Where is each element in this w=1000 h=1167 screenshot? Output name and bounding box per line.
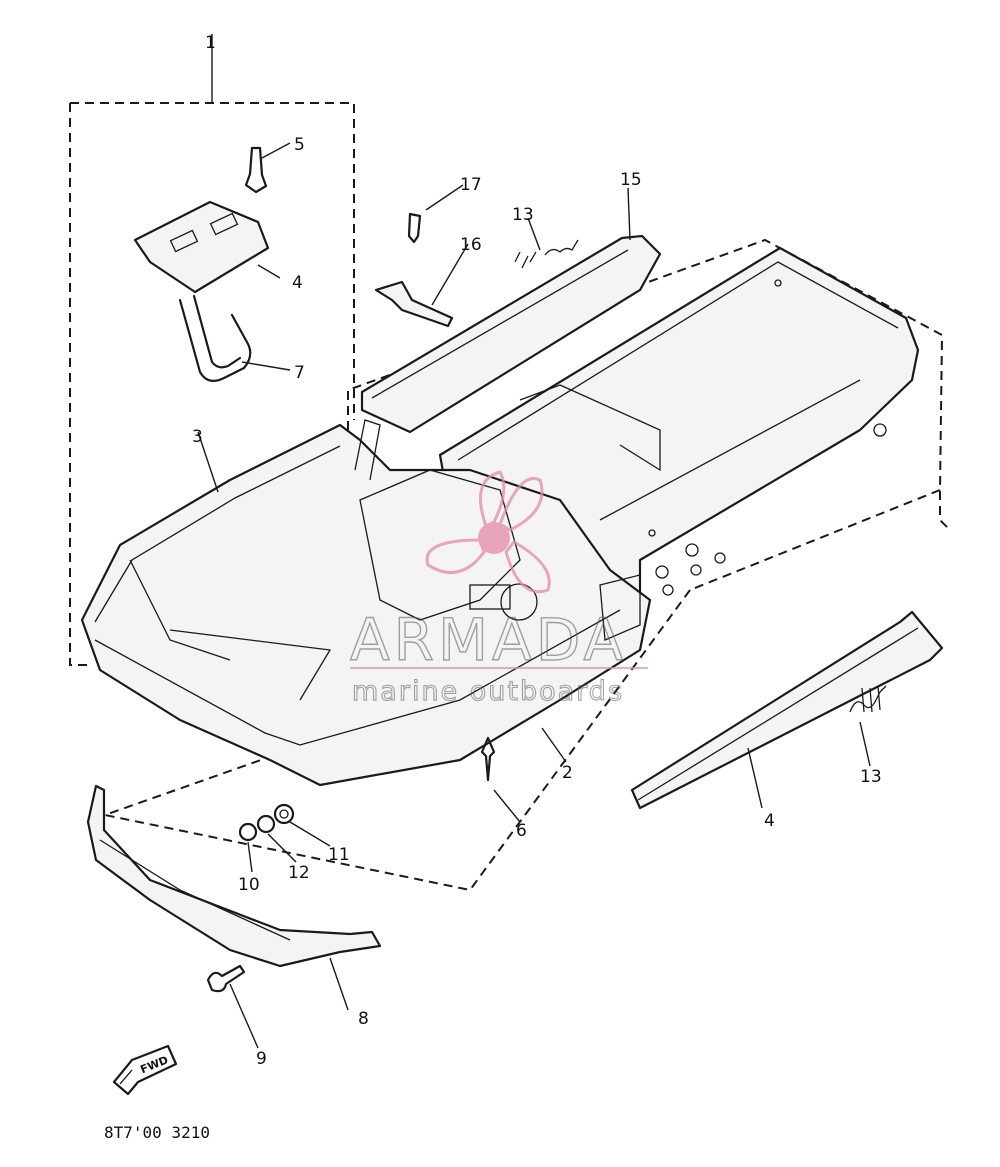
callout-15: 15 — [620, 170, 642, 190]
part-5-bolt — [244, 146, 268, 194]
callout-3: 3 — [192, 427, 203, 447]
assembly-1-boundary — [69, 34, 355, 666]
callout-4-upper: 4 — [292, 273, 303, 293]
assembly-2-boundary — [101, 238, 951, 892]
part-3-lower-hull — [80, 419, 652, 787]
callout-2: 2 — [562, 763, 573, 783]
callout-4-lower: 4 — [764, 811, 775, 831]
part-15-top-strip — [360, 234, 662, 434]
part-7-u-bolt — [178, 294, 252, 383]
part-8-front-bumper — [86, 784, 382, 968]
catalog-code: 8T7'00 3210 — [104, 1123, 210, 1142]
callout-17: 17 — [460, 175, 482, 195]
callout-12: 12 — [288, 863, 310, 883]
watermark-subtitle: marine outboards — [352, 676, 624, 707]
callout-5: 5 — [294, 135, 305, 155]
part-17-screw — [407, 212, 422, 244]
part-4-mount-plate — [133, 200, 270, 294]
fwd-arrow-icon: FWD — [112, 1044, 178, 1096]
callout-10: 10 — [238, 875, 260, 895]
callout-11: 11 — [328, 845, 350, 865]
part-16-bracket — [374, 280, 454, 328]
part-9-screw — [206, 964, 246, 993]
fwd-label: FWD — [138, 1053, 170, 1076]
part-13-emblem-lower — [849, 685, 887, 713]
leader-lines — [197, 142, 871, 1049]
callout-8: 8 — [358, 1009, 369, 1029]
callout-13-lower: 13 — [860, 767, 882, 787]
watermark-title: ARMADA — [350, 606, 627, 674]
callout-13-upper: 13 — [512, 205, 534, 225]
part-6-rivet — [480, 736, 496, 782]
callout-16: 16 — [460, 235, 482, 255]
callout-6: 6 — [516, 821, 527, 841]
part-13-emblem-upper — [514, 239, 579, 269]
callout-7: 7 — [294, 363, 305, 383]
callout-1: 1 — [205, 33, 216, 53]
propeller-logo-icon — [425, 470, 551, 594]
part-4-rail-strip — [630, 610, 944, 810]
callout-9: 9 — [256, 1049, 267, 1069]
parts-10-11-12-hardware — [238, 803, 295, 842]
